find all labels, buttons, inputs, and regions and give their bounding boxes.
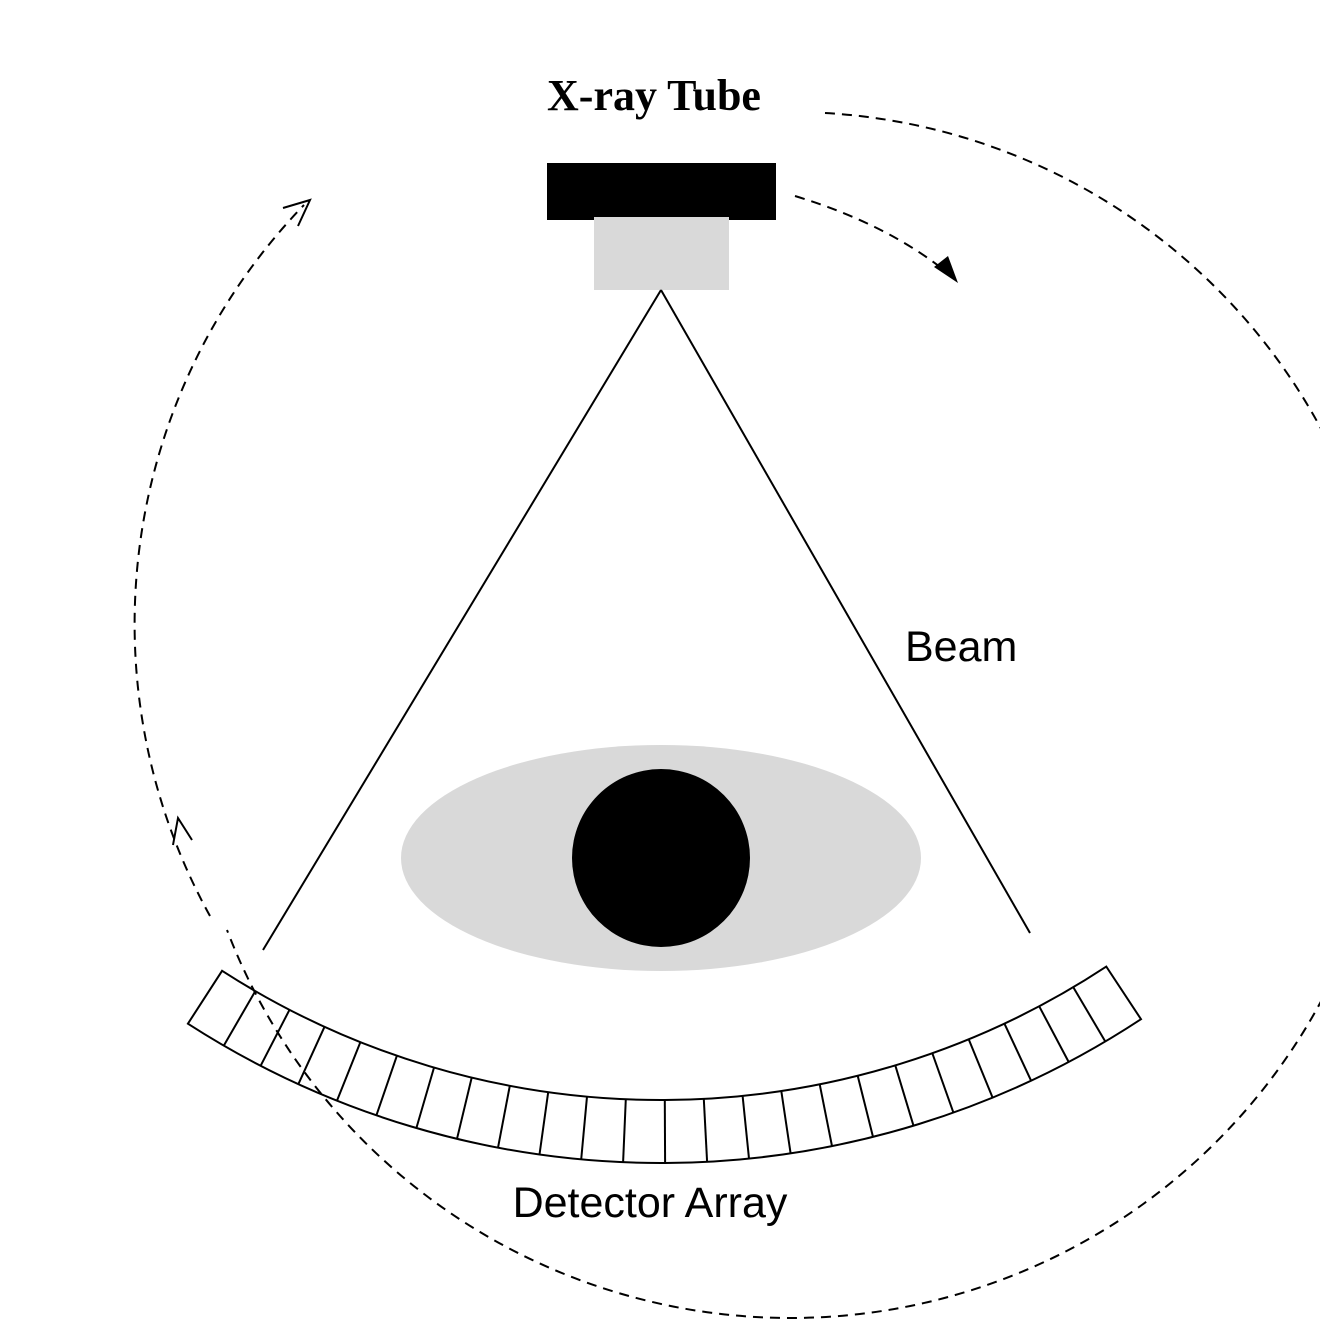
- detector-cells: [222, 986, 1107, 1164]
- beam-edge-left: [262, 289, 662, 951]
- detector-outline: [186, 965, 1143, 1164]
- detector-element-divider: [259, 1009, 291, 1067]
- rotation-path-right: [226, 112, 1320, 1319]
- tube-motion-arc: [794, 195, 951, 276]
- detector-element-divider: [1038, 1005, 1070, 1063]
- detector-element-divider: [222, 990, 257, 1047]
- detector-element-divider: [375, 1055, 398, 1116]
- detector-element-divider: [580, 1096, 588, 1160]
- tube-window: [594, 217, 729, 290]
- detector-element-divider: [856, 1075, 874, 1138]
- detector-element-divider: [297, 1026, 326, 1085]
- beam-edge-right: [660, 289, 1031, 934]
- dense-object: [572, 769, 750, 947]
- gantry-rotation-path: [133, 112, 1320, 1319]
- label-beam: Beam: [905, 623, 1017, 671]
- detector-element-divider: [538, 1091, 550, 1155]
- rotation-path-left: [133, 204, 305, 917]
- detector-element-divider: [967, 1038, 994, 1098]
- detector-element-divider: [1003, 1023, 1033, 1082]
- label-detector-array: Detector Array: [513, 1179, 788, 1227]
- detector-element-divider: [894, 1065, 915, 1126]
- patient-phantom: [401, 745, 921, 971]
- detector-element-divider: [497, 1085, 511, 1148]
- detector-element-divider: [1072, 986, 1107, 1043]
- detector-element-divider: [622, 1099, 627, 1163]
- detector-element-divider: [931, 1052, 955, 1113]
- detector-element-divider: [818, 1084, 833, 1147]
- detector-element-divider: [702, 1098, 709, 1162]
- label-x-ray-tube: X-ray Tube: [547, 71, 761, 120]
- top-left-arrow-icon: [282, 198, 312, 227]
- beam-fan: [262, 289, 1031, 951]
- detector-element-divider: [780, 1090, 792, 1154]
- labels: X-ray Tube Beam Detector Array: [513, 71, 1018, 1227]
- detector-element-divider: [456, 1077, 473, 1140]
- detector-element-divider: [415, 1067, 435, 1129]
- detector-element-divider: [741, 1095, 750, 1159]
- tube-housing: [547, 163, 776, 220]
- detector-element-divider: [336, 1041, 362, 1101]
- bottom-left-arrow-icon: [172, 815, 193, 846]
- detector-array: [186, 965, 1143, 1164]
- motion-arrow-head: [934, 256, 958, 283]
- x-ray-tube: [547, 163, 776, 290]
